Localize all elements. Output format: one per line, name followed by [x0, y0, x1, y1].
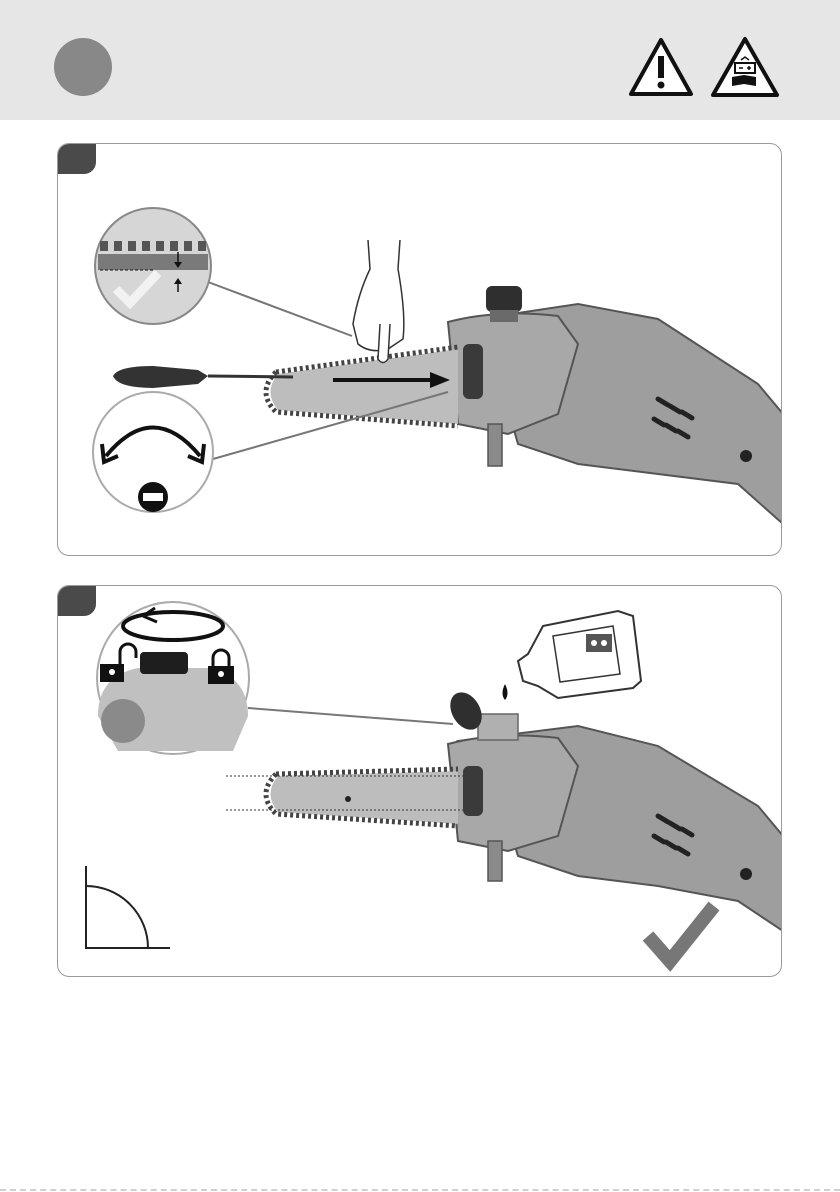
oil-cap	[486, 286, 522, 322]
angle-quarter-icon	[86, 866, 170, 948]
chain-closeup	[95, 208, 211, 324]
page-header	[0, 0, 840, 120]
oil-bottle-icon	[518, 611, 641, 698]
oil-fill-panel	[57, 585, 782, 977]
screwdriver-icon	[113, 366, 293, 388]
hand-icon	[353, 240, 404, 363]
read-manual-icon	[710, 36, 780, 98]
guide-bar	[266, 347, 458, 426]
step-number-circle	[54, 38, 112, 96]
check-icon	[648, 906, 714, 961]
guide-bar	[266, 769, 458, 826]
pole-saw-head	[448, 304, 781, 524]
pole-saw-head	[448, 714, 781, 931]
warning-triangle-icon	[628, 36, 694, 98]
chain-tension-panel	[57, 143, 782, 556]
page-edge-dashes	[0, 1189, 840, 1191]
no-entry-icon	[138, 482, 168, 512]
oil-drop-icon	[503, 684, 508, 700]
